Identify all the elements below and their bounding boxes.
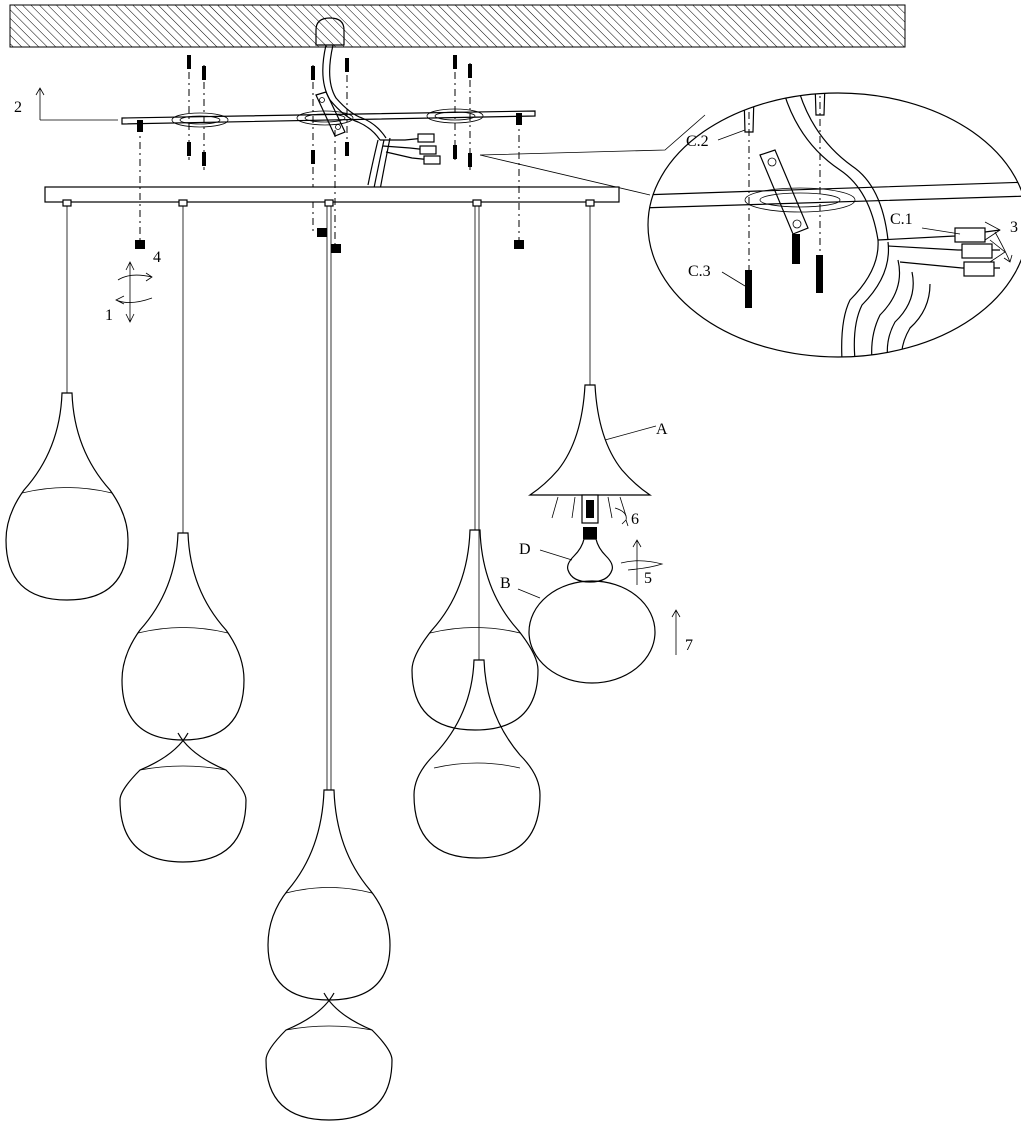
lamp-socket: 6 xyxy=(551,494,639,528)
screw-anchor-right xyxy=(453,55,472,170)
pendant-lamp-2 xyxy=(121,532,245,741)
glass-globe-b: B xyxy=(500,575,656,684)
mounting-plate xyxy=(121,91,536,137)
mount-guides xyxy=(135,113,524,253)
ceiling-screws xyxy=(187,55,472,235)
part-b-label: B xyxy=(500,575,511,592)
step-7-indicator: 7 xyxy=(671,609,693,655)
step-1-label: 1 xyxy=(105,307,113,324)
step-4-label: 4 xyxy=(153,249,161,266)
screw-anchor-center xyxy=(311,58,349,235)
part-c2-label: C.2 xyxy=(686,133,709,150)
pendant-lamp-4 xyxy=(267,789,391,1001)
wire-connectors xyxy=(367,133,441,191)
part-c3-label: C.3 xyxy=(688,263,711,280)
light-bulb-d: D xyxy=(519,527,613,583)
step-3-label: 3 xyxy=(1010,219,1018,236)
step-7-label: 7 xyxy=(685,637,693,654)
part-d-label: D xyxy=(519,541,531,558)
pendant-lamp-6 xyxy=(411,529,539,731)
pendant-cords xyxy=(62,199,595,790)
part-c1-label: C.1 xyxy=(890,211,913,228)
pendant-lamp-1 xyxy=(5,392,129,601)
part-a-label: A xyxy=(656,421,668,438)
ceiling xyxy=(9,4,906,48)
screw-anchor-left xyxy=(187,55,206,170)
step-1-4-indicator: 4 1 xyxy=(105,249,161,324)
step-5-label: 5 xyxy=(644,570,652,587)
shade-cap-a: A xyxy=(528,384,668,496)
step-6-label: 6 xyxy=(631,511,639,528)
step-2-label: 2 xyxy=(14,99,22,116)
detail-callout: 3 C.2 C.3 C.1 xyxy=(647,92,1021,358)
pendant-lamp-3 xyxy=(119,732,247,863)
step-5-indicator: 5 xyxy=(620,539,664,587)
pendant-lamp-5 xyxy=(265,992,393,1121)
step-2-indicator: 2 xyxy=(14,87,118,121)
pendant-lamp-7 xyxy=(413,659,541,859)
